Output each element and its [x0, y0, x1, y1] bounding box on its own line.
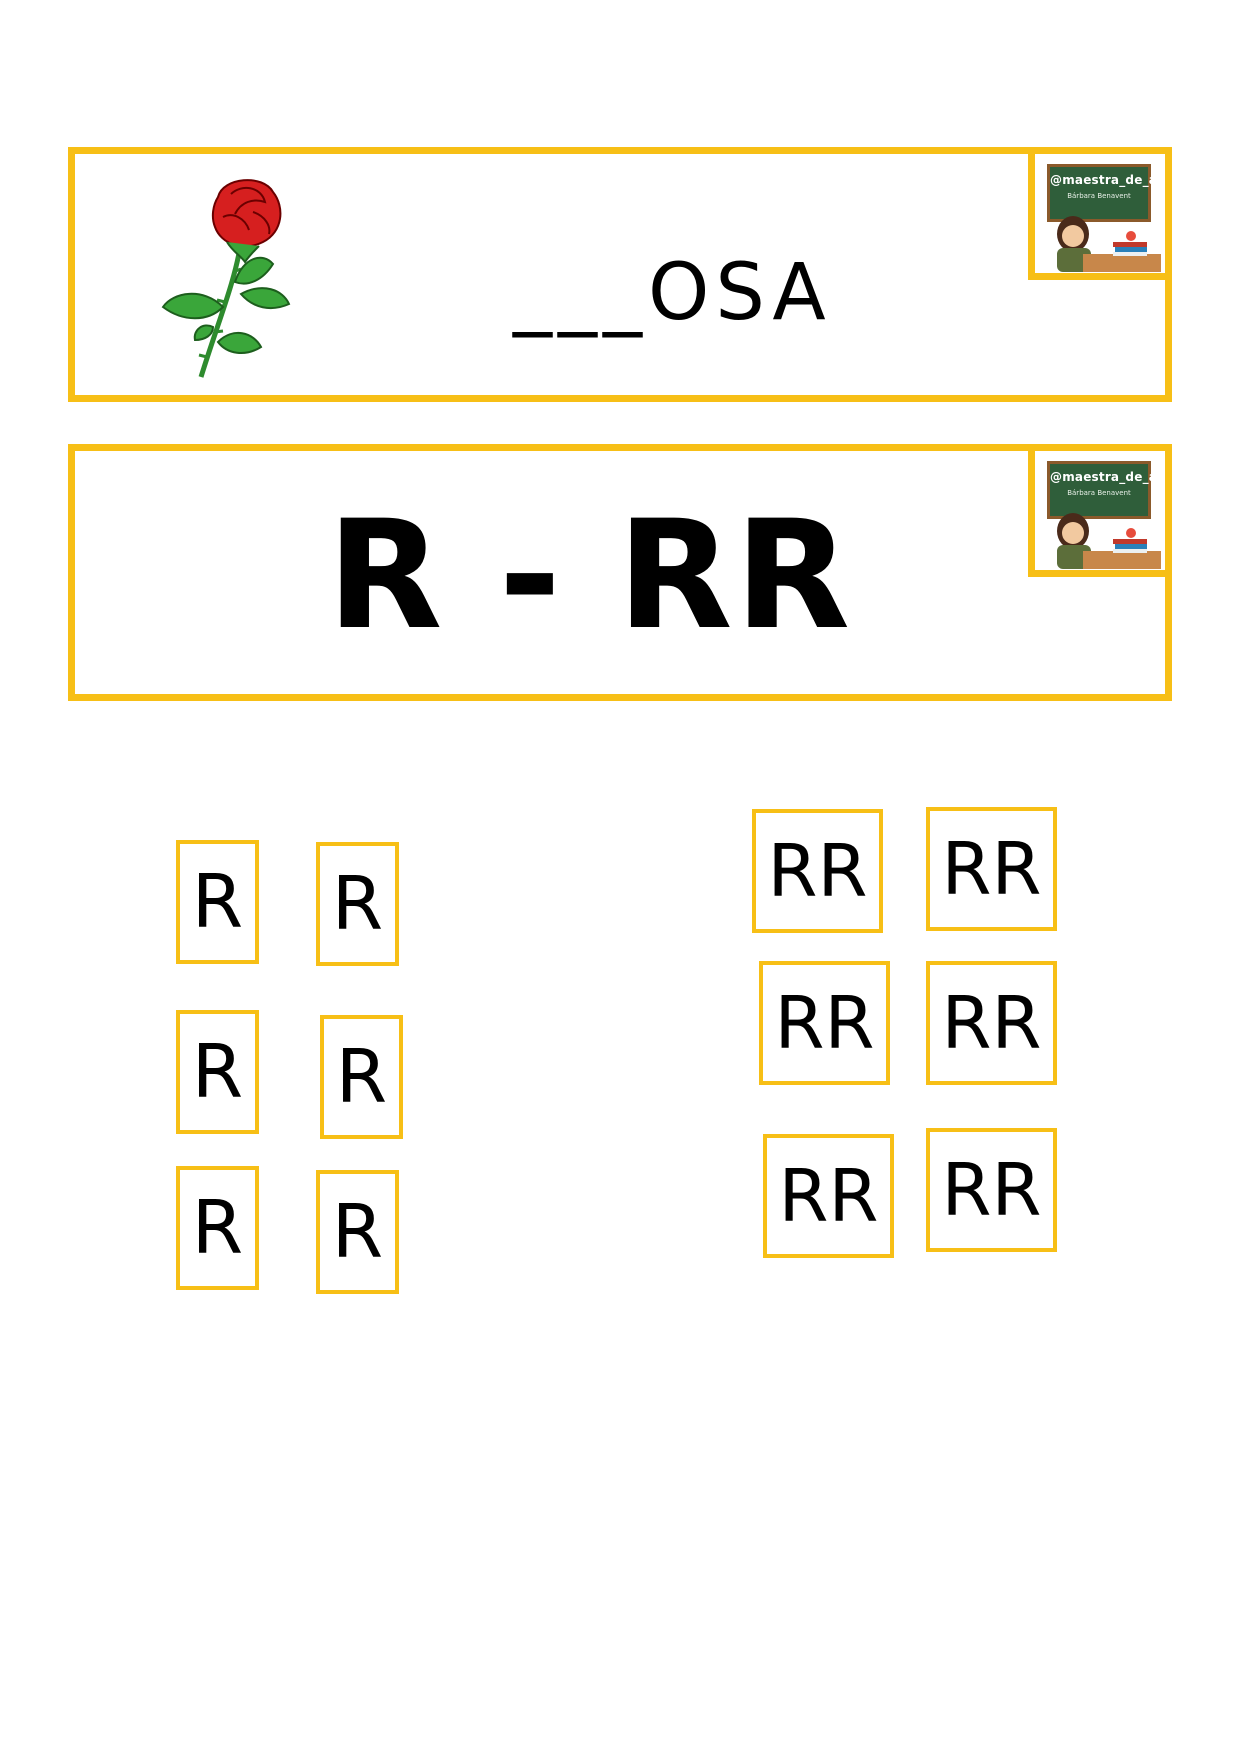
- teacher-avatar-icon: [1057, 513, 1161, 569]
- incomplete-word: ___OSA: [513, 248, 832, 338]
- rule-card: R - RR @maestra_de_al Bárbara Benavent: [68, 444, 1172, 701]
- letter-card-rr[interactable]: RR: [926, 1128, 1057, 1252]
- chalkboard: @maestra_de_al Bárbara Benavent: [1047, 164, 1162, 222]
- letter-card-r[interactable]: R: [176, 840, 259, 964]
- letter-card-rr[interactable]: RR: [752, 809, 883, 933]
- author-handle: @maestra_de_al: [1050, 470, 1162, 484]
- letter-card-r[interactable]: R: [176, 1166, 259, 1290]
- letter-card-r[interactable]: R: [176, 1010, 259, 1134]
- letter-card-rr[interactable]: RR: [759, 961, 890, 1085]
- letter-card-r[interactable]: R: [316, 1170, 399, 1294]
- word-card: ___OSA @maestra_de_al Bárbara Benavent: [68, 147, 1172, 402]
- letter-card-rr[interactable]: RR: [926, 961, 1057, 1085]
- teacher-avatar-icon: [1057, 216, 1161, 272]
- letter-card-rr[interactable]: RR: [763, 1134, 894, 1258]
- letter-card-r[interactable]: R: [320, 1015, 403, 1139]
- author-badge: @maestra_de_al Bárbara Benavent: [1028, 147, 1172, 280]
- rose-icon: [161, 179, 291, 378]
- author-handle: @maestra_de_al: [1050, 173, 1162, 187]
- letter-card-r[interactable]: R: [316, 842, 399, 966]
- author-name: Bárbara Benavent: [1067, 489, 1131, 497]
- rule-title: R - RR: [327, 489, 853, 663]
- author-name: Bárbara Benavent: [1067, 192, 1131, 200]
- letter-card-rr[interactable]: RR: [926, 807, 1057, 931]
- author-badge: @maestra_de_al Bárbara Benavent: [1028, 444, 1172, 577]
- chalkboard: @maestra_de_al Bárbara Benavent: [1047, 461, 1162, 519]
